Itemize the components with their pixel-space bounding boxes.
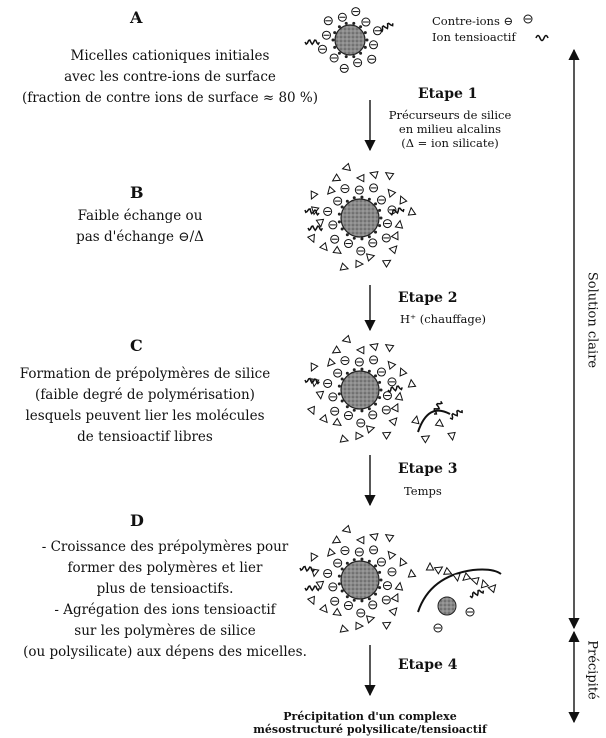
stage-a-description: Micelles cationiques initiales avec les … [0,46,340,109]
stage-d-line: sur les polymères de silice [74,623,256,639]
final-result: Précipitation d'un complexe mésostructur… [220,710,520,736]
stage-d-line: plus de tensioactifs. [96,581,234,597]
step-1-detail: (Δ = ion silicate) [401,136,499,150]
step-3-label: Etape 3 [398,461,458,477]
stage-a-line: Micelles cationiques initiales [70,48,270,64]
micelle-d [299,524,417,633]
legend-surfactant: Ion tensioactif [432,30,516,44]
final-line: mésostructuré polysilicate/tensioactif [253,723,487,736]
stage-a-line: (fraction de contre ions de surface ≈ 80… [21,90,319,106]
stage-b-description: Faible échange ou pas d'échange ⊖/Δ [40,206,240,248]
stage-b-line: Faible échange ou [77,208,203,224]
step-1-detail: en milieu alcalins [398,122,502,136]
final-line: Précipitation d'un complexe [283,710,457,723]
stage-d-line: - Agrégation des ions tensioactif [54,602,276,618]
step-1-label: Etape 1 [418,86,478,102]
stage-c-line: de tensioactif libres [77,429,213,445]
stage-c-letter: C [130,336,143,355]
stage-d-description: - Croissance des prépolymères pour forme… [0,537,330,663]
legend-counterion: Contre-ions ⊖ [432,14,514,28]
stage-c-line: Formation de prépolymères de silice [19,366,271,382]
stage-d-line: (ou polysilicate) aux dépens des micelle… [23,644,307,660]
stage-d-letter: D [130,511,144,530]
micelle-c [304,334,417,443]
polymer-aggregate-d [417,561,502,633]
stage-b-line: pas d'échange ⊖/Δ [76,229,204,245]
step-3-detail: Temps [404,484,442,498]
step-2-label: Etape 2 [398,290,458,306]
legend-counterion-icon [523,14,533,24]
stage-d-line: former des polymères et lier [67,560,263,576]
stage-d-line: - Croissance des prépolymères pour [41,539,289,555]
stage-a-letter: A [130,8,143,27]
stage-c-line: lesquels peuvent lier les molécules [25,408,265,424]
micelle-a [304,7,394,73]
step-4-label: Etape 4 [398,657,458,673]
polymer-fragment-c [411,400,463,444]
step-1-details: Précurseurs de silice en milieu alcalins… [385,108,515,150]
stage-b-letter: B [130,183,144,202]
step-1-detail: Précurseurs de silice [388,108,512,122]
legend-surfactant-icon [535,34,549,42]
step-2-detail: H⁺ (chauffage) [400,312,487,326]
micelle-b [304,162,417,271]
stage-a-line: avec les contre-ions de surface [64,69,276,85]
stage-c-description: Formation de prépolymères de silice (fai… [0,364,290,448]
stage-c-line: (faible degré de polymérisation) [35,387,255,403]
